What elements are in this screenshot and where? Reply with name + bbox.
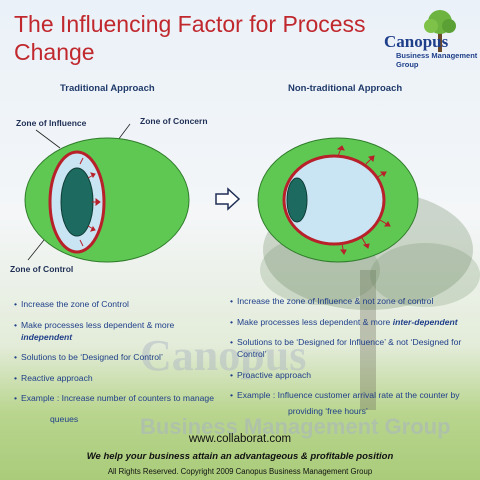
list-item-continuation: providing ‘free hours’: [288, 406, 368, 416]
list-item: Proactive approach: [230, 369, 476, 381]
list-item: Make processes less dependent & more ind…: [14, 319, 224, 343]
non-traditional-heading: Non-traditional Approach: [288, 83, 403, 94]
list-item-continuation: queues: [50, 413, 79, 424]
page-title: The Influencing Factor for Process Chang…: [14, 11, 366, 65]
tree-logo-icon: [424, 10, 456, 52]
non-traditional-diagram: [257, 137, 419, 263]
zone-of-concern-label: Zone of Concern: [140, 116, 208, 126]
list-item: Reactive approach: [14, 372, 224, 384]
tagline: We help your business attain an advantag…: [86, 451, 394, 462]
list-item: Example : Increase number of counters to…: [14, 392, 224, 404]
logo-name: Canopus: [384, 32, 449, 51]
website-link[interactable]: www.collaborat.com: [188, 433, 292, 445]
list-item: Increase the zone of Influence & not zon…: [230, 295, 476, 307]
list-item: Increase the zone of Control: [14, 298, 224, 310]
watermark-subtitle: Business Management Group: [140, 414, 451, 439]
expansion-arrows: [336, 145, 391, 255]
traditional-bullet-list: Increase the zone of Control Make proces…: [14, 298, 224, 433]
traditional-heading: Traditional Approach: [60, 83, 155, 94]
arrow-right-icon: [215, 187, 241, 211]
list-item: Example : Influence customer arrival rat…: [230, 389, 476, 401]
zone-of-control-shape: [286, 177, 308, 223]
list-item: Make processes less dependent & more int…: [230, 316, 476, 328]
list-item: Solutions to be ‘Designed for Control’: [14, 351, 224, 363]
zone-of-control-label: Zone of Control: [10, 264, 74, 274]
influence-pointer-line: [35, 129, 61, 149]
zone-of-influence-shape: [282, 154, 386, 246]
expansion-arrows: [79, 157, 101, 247]
concern-pointer-line: [117, 123, 131, 141]
copyright: All Rights Reserved. Copyright 2009 Cano…: [107, 467, 373, 476]
non-traditional-bullet-list: Increase the zone of Influence & not zon…: [230, 295, 476, 426]
traditional-diagram: [24, 123, 190, 263]
logo-subtitle: Business Management Group: [396, 51, 478, 69]
list-item: Solutions to be ‘Designed for Influence’…: [230, 336, 476, 360]
zone-of-influence-label: Zone of Influence: [16, 118, 87, 128]
